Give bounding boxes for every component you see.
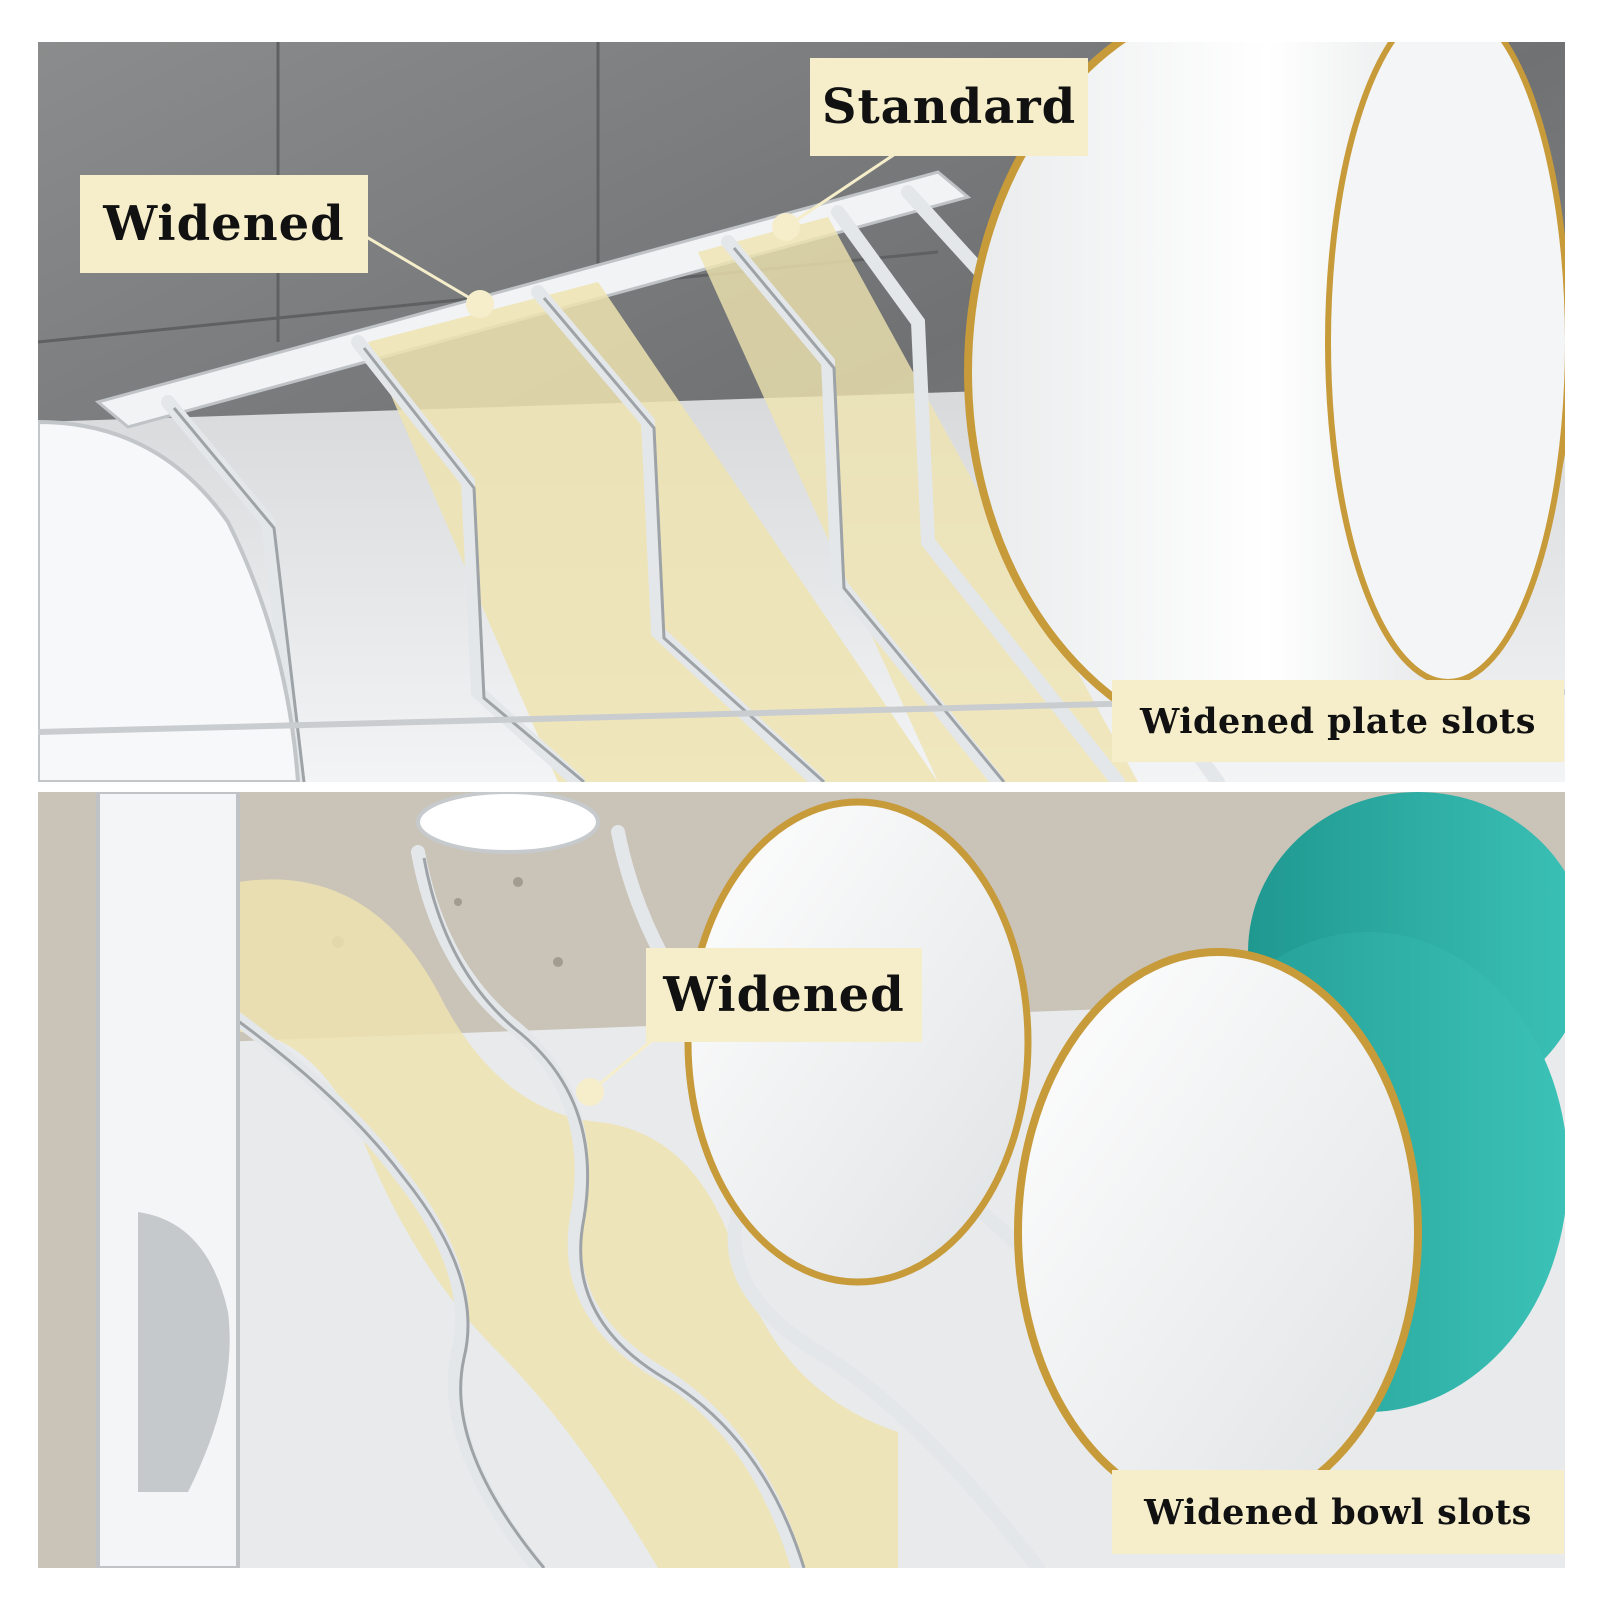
white-cup-handle (416, 792, 600, 854)
standard-label: Standard (810, 58, 1088, 156)
white-bowl-front (1014, 948, 1422, 1516)
plate-slots-caption: Widened plate slots (1112, 680, 1564, 762)
divider-shadows (172, 247, 1006, 782)
widened-label-top: Widened (80, 175, 368, 273)
plate-rack-illustration (38, 42, 1565, 782)
divider-shadows (233, 857, 806, 1568)
standard-slot-highlight (698, 217, 1138, 782)
white-plate-back (1325, 42, 1565, 685)
bowl-rack-illustration (38, 792, 1565, 1568)
white-bowl-back (684, 798, 1032, 1286)
bowl-slots-caption: Widened bowl slots (1112, 1470, 1564, 1554)
widened-bowl-slot-highlight (238, 879, 898, 1568)
top-photo-plate-rack (38, 42, 1565, 782)
rack-hinge (138, 1212, 230, 1492)
bottom-photo-bowl-rack (38, 792, 1565, 1568)
widened-label-bottom: Widened (646, 948, 922, 1042)
